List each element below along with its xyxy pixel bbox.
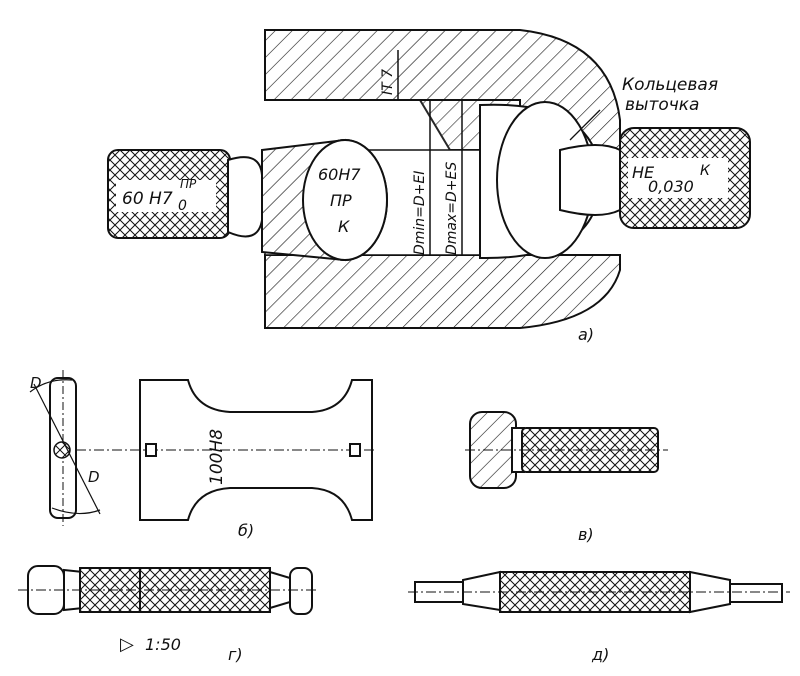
right-handle-sup: К bbox=[700, 163, 711, 179]
figure-g: ▷ 1:50 г) bbox=[18, 565, 318, 664]
right-handle-label: НЕ bbox=[632, 163, 655, 182]
right-neck bbox=[559, 144, 621, 216]
front-center-hole-left bbox=[145, 443, 157, 457]
dim-it7-label: IT 7 bbox=[380, 69, 396, 95]
front-center-hole-right bbox=[349, 443, 361, 457]
g-right-head bbox=[289, 567, 313, 615]
figure-a-caption: a) bbox=[578, 325, 594, 344]
arc-bottom bbox=[51, 507, 101, 515]
dim-dmin-label: Dmin=D+EI bbox=[412, 171, 428, 255]
figure-v-caption: в) bbox=[578, 525, 594, 544]
callout-line2: выточка bbox=[625, 95, 699, 115]
label-d-top: D bbox=[30, 374, 42, 392]
taper-value: 1:50 bbox=[145, 635, 181, 654]
go-plug-line3: К bbox=[338, 217, 350, 236]
arc-top bbox=[29, 379, 73, 393]
taper-triangle-icon: ▷ bbox=[120, 634, 134, 655]
figure-a: Кольцевая выточка 60 H7 ПР 0 60H7 ПР К Н… bbox=[107, 29, 751, 344]
left-neck bbox=[227, 156, 263, 238]
go-plug-face-front bbox=[302, 139, 388, 261]
d-left-taper bbox=[462, 570, 501, 612]
left-handle-label: 60 H7 bbox=[122, 189, 173, 209]
diag-line-top bbox=[33, 383, 101, 515]
figure-b-caption: б) bbox=[238, 521, 254, 540]
callout-leader bbox=[569, 109, 601, 141]
figure-g-caption: г) bbox=[228, 645, 243, 664]
ring-body-bottom bbox=[264, 254, 621, 329]
right-handle-sub: 0,030 bbox=[648, 177, 694, 196]
figure-d-caption: д) bbox=[591, 645, 609, 664]
label-d-bottom: D bbox=[88, 468, 100, 486]
figure-v: в) bbox=[465, 411, 668, 544]
left-handle-label-box bbox=[116, 180, 216, 212]
left-handle-sup: ПР bbox=[180, 177, 197, 191]
go-plug-line1: 60H7 bbox=[318, 165, 361, 184]
figure-d: д) bbox=[408, 570, 790, 664]
callout-line1: Кольцевая bbox=[622, 75, 718, 95]
right-handle-label-box bbox=[628, 158, 728, 198]
dim-dmax-label: Dmax=D+ES bbox=[444, 162, 460, 255]
label-100h8: 100Н8 bbox=[207, 429, 227, 485]
left-handle-sub: 0 bbox=[178, 198, 187, 214]
go-plug-line2: ПР bbox=[330, 191, 352, 210]
d-right-stem bbox=[729, 583, 783, 603]
figure-b: D D 100Н8 б) bbox=[29, 370, 375, 540]
